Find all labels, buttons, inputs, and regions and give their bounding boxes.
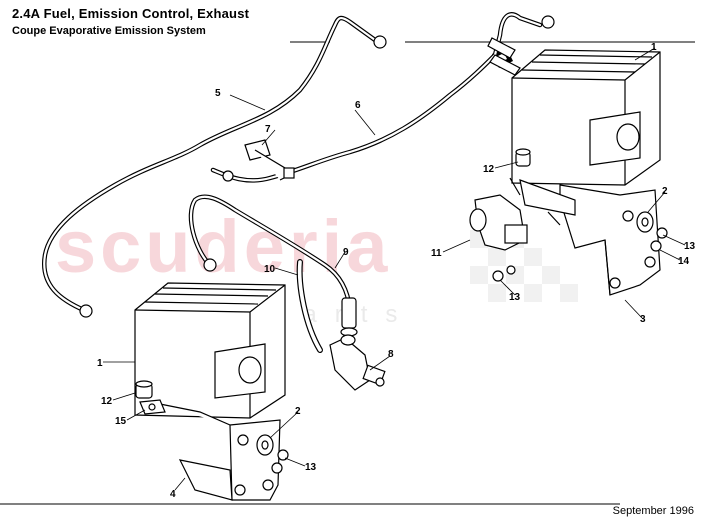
- callout-12-lower: 12: [101, 396, 113, 407]
- purge-valve: [469, 177, 576, 251]
- callout-13-left: 13: [509, 292, 521, 303]
- callout-12-upper: 12: [483, 164, 495, 175]
- hose-10-inner: [297, 260, 322, 352]
- grommet-12-lower: [135, 380, 153, 399]
- callout-4: 4: [170, 489, 176, 500]
- washers-upper: [492, 211, 668, 282]
- callout-labels: 1 1 2 2 3 4 5 6 7 8 9 10 11 12 12 13 13 …: [97, 42, 696, 500]
- valve-8: [329, 334, 386, 391]
- fitting-nuts: [79, 15, 555, 318]
- bracket-upper: [559, 184, 661, 296]
- callout-13-right: 13: [684, 241, 696, 252]
- grommet-12-upper: [515, 148, 531, 167]
- callout-3: 3: [640, 314, 646, 325]
- callout-1-upper: 1: [651, 42, 657, 53]
- hose-9-end: [340, 297, 358, 337]
- publication-date: September 1996: [612, 505, 694, 517]
- callout-11: 11: [431, 248, 442, 259]
- callout-10: 10: [264, 264, 276, 275]
- callout-9: 9: [343, 247, 349, 258]
- callout-5: 5: [215, 88, 221, 99]
- bracket-lower: [149, 401, 281, 501]
- hose-6-inner: [211, 13, 542, 182]
- page-title: 2.4A Fuel, Emission Control, Exhaust: [12, 6, 250, 21]
- hose-5-inner: [43, 16, 377, 313]
- clip-15: [139, 399, 166, 415]
- callout-1-lower: 1: [97, 358, 103, 369]
- svg-text:scuderia: scuderia: [55, 205, 391, 288]
- callout-15: 15: [115, 416, 127, 427]
- callout-2-lower: 2: [295, 406, 301, 417]
- callout-6: 6: [355, 100, 361, 111]
- callout-2-upper: 2: [662, 186, 668, 197]
- hose-9-inner: [190, 195, 352, 312]
- callout-8: 8: [388, 349, 394, 360]
- callout-14: 14: [678, 256, 690, 267]
- page-subtitle: Coupe Evaporative Emission System: [12, 25, 206, 37]
- connector-7: [244, 139, 295, 181]
- canister-lower: [134, 282, 286, 419]
- canister-upper: [511, 49, 661, 186]
- washers-lower: [256, 434, 289, 474]
- callout-13-lower: 13: [305, 462, 317, 473]
- hose-6-clip: [487, 37, 521, 76]
- leader-lines: [103, 47, 686, 491]
- callout-7: 7: [265, 124, 271, 135]
